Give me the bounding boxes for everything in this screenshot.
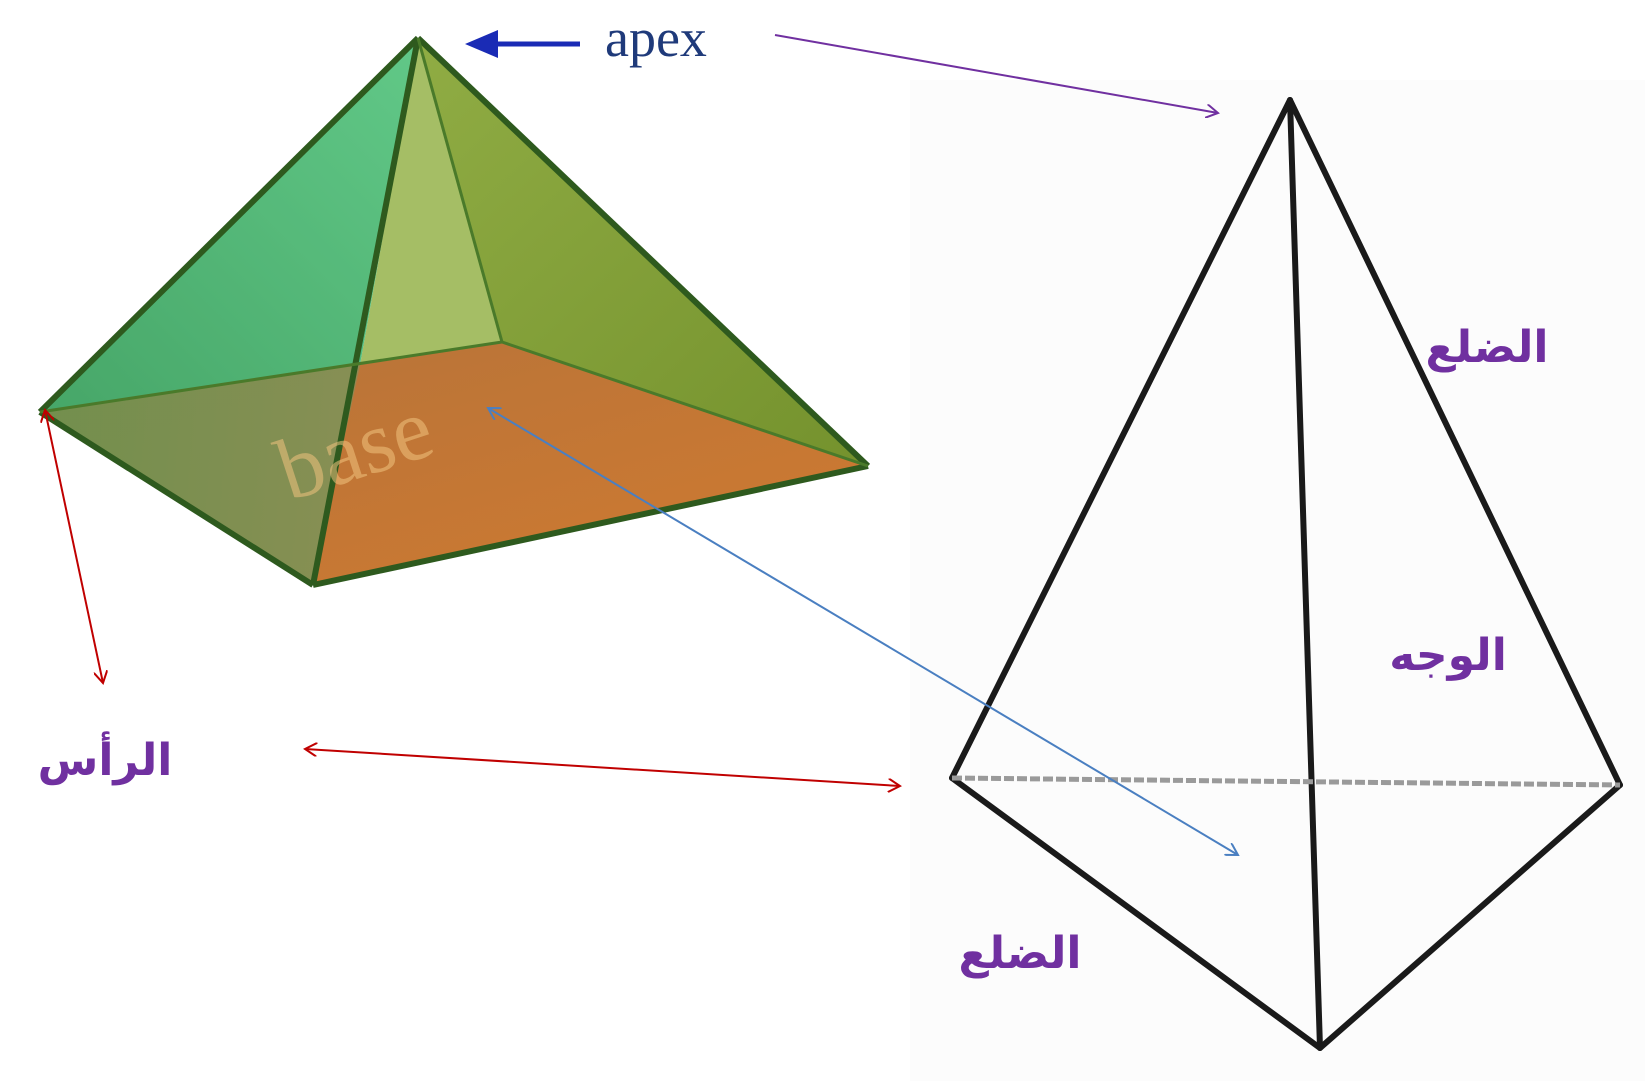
pyramid-inner-face	[360, 38, 502, 365]
pyramid-hidden-edge	[416, 37, 504, 343]
apex-label: apex	[605, 8, 707, 68]
sketch-edge	[1317, 782, 1623, 1051]
connector-base-to-face	[488, 408, 1238, 855]
pyramid-front-face	[40, 38, 418, 585]
connector-vertex-horizontal	[305, 749, 900, 786]
pyramid-base-left-region	[40, 365, 360, 585]
pyramid-hidden-edge	[39, 340, 503, 414]
sketch-edge	[1287, 97, 1623, 788]
edge-label-right: الضلع	[1426, 322, 1549, 373]
apex-callout: apex	[465, 8, 707, 68]
apex-arrow-head	[465, 30, 498, 58]
pyramid-edge	[310, 37, 421, 586]
square-pyramid: base	[37, 35, 871, 588]
vertex-label: الرأس	[38, 731, 173, 786]
pyramid-edge	[37, 35, 421, 415]
pyramid-edge	[415, 35, 871, 469]
connector-vertex-vertical	[45, 410, 103, 683]
connector-apex-to-sketch	[774, 34, 1218, 113]
face-label: الوجه	[1389, 630, 1507, 681]
sketch-edge	[1287, 97, 1323, 1051]
edge-label-bottom: الضلع	[959, 928, 1082, 979]
